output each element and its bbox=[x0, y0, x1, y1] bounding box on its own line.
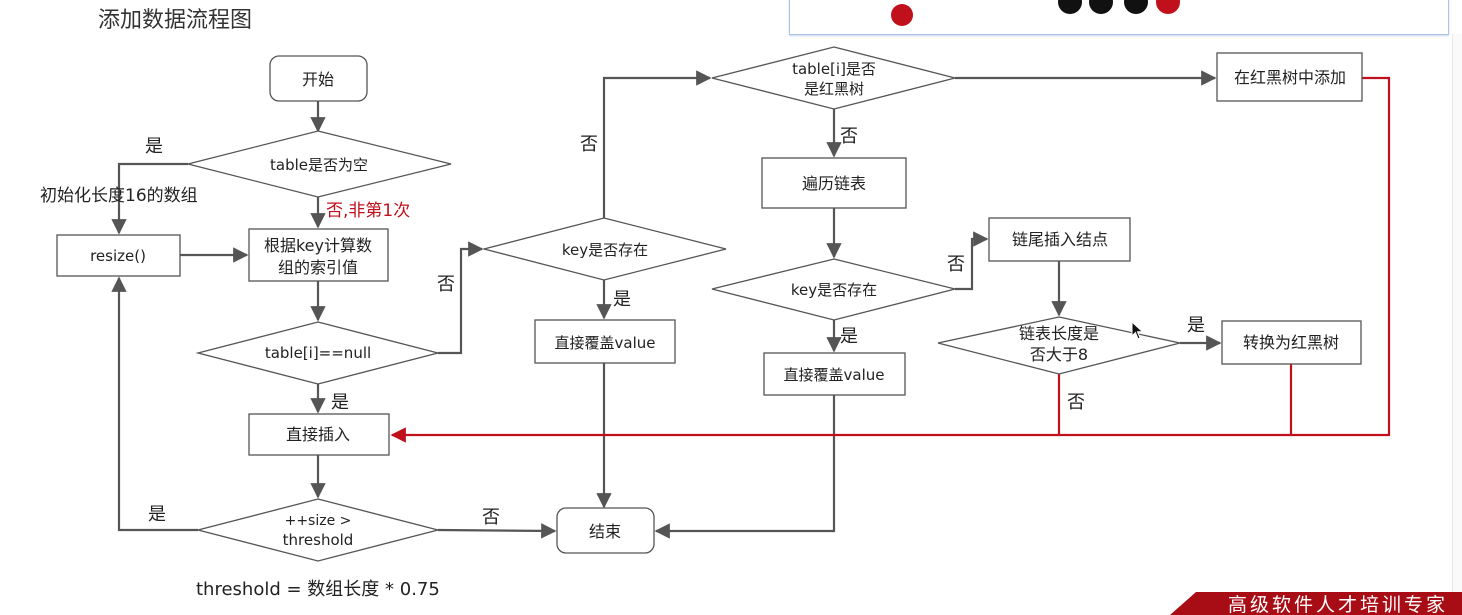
node-to-rbtree bbox=[1221, 320, 1362, 365]
node-rbtree-check bbox=[711, 46, 956, 110]
edge-sizecheck-resize bbox=[111, 276, 198, 532]
side-scroll-edge bbox=[1452, 34, 1462, 592]
label-overwrite-1: 直接覆盖value bbox=[555, 334, 656, 352]
edge-label-no-key2: 否 bbox=[947, 254, 965, 275]
label-size-check-2: threshold bbox=[283, 531, 354, 549]
black-node bbox=[1124, 0, 1148, 14]
edge-label-not-first: 否,非第1次 bbox=[326, 201, 410, 221]
red-node bbox=[1156, 0, 1180, 14]
label-start: 开始 bbox=[302, 70, 334, 89]
label-rbtree-add: 在红黑树中添加 bbox=[1234, 68, 1346, 87]
label-to-rbtree: 转换为红黑树 bbox=[1243, 333, 1339, 352]
page-title: 添加数据流程图 bbox=[98, 8, 253, 33]
label-end: 结束 bbox=[589, 522, 621, 541]
edge-key1-rbtree bbox=[602, 70, 712, 218]
edge-label-no-end: 否 bbox=[482, 507, 500, 528]
node-len-check bbox=[937, 316, 1181, 375]
edge-label-yes-resize: 是 bbox=[148, 504, 166, 525]
label-table-empty: table是否为空 bbox=[270, 156, 368, 174]
node-key-exists-2 bbox=[711, 258, 956, 321]
edge-label-no-len: 否 bbox=[1067, 392, 1085, 413]
label-calc-index-2: 组的索引值 bbox=[278, 258, 358, 277]
node-overwrite-1 bbox=[534, 319, 676, 364]
label-size-check-1: ++size > bbox=[285, 513, 352, 529]
node-table-null bbox=[195, 321, 441, 385]
node-key-exists-1 bbox=[481, 217, 727, 281]
node-table-empty bbox=[187, 130, 452, 198]
edge-label-no-rbtree: 否 bbox=[840, 126, 858, 147]
label-insert: 直接插入 bbox=[286, 425, 350, 444]
edge-tableempty-resize bbox=[111, 162, 188, 235]
node-overwrite-2 bbox=[763, 352, 906, 396]
label-overwrite-2: 直接覆盖value bbox=[784, 366, 885, 384]
label-table-null: table[i]==null bbox=[265, 344, 371, 362]
node-insert bbox=[248, 413, 390, 456]
label-key-exists-2: key是否存在 bbox=[791, 281, 877, 299]
node-size-check bbox=[195, 498, 441, 562]
label-len-check-2: 否大于8 bbox=[1030, 345, 1088, 364]
edge-label-no-key1: 否 bbox=[580, 134, 598, 155]
edge-label-yes-empty: 是 bbox=[145, 136, 163, 157]
node-start bbox=[269, 55, 368, 102]
node-traverse bbox=[761, 157, 907, 209]
label-traverse: 遍历链表 bbox=[802, 174, 866, 193]
label-calc-index-1: 根据key计算数 bbox=[264, 236, 372, 255]
label-init-array: 初始化长度16的数组 bbox=[40, 186, 198, 206]
edge-label-no-null: 否 bbox=[437, 274, 455, 295]
edge-sizecheck-end bbox=[437, 523, 557, 539]
label-len-check-1: 链表长度是 bbox=[1019, 324, 1099, 343]
label-key-exists-1: key是否存在 bbox=[562, 241, 648, 259]
edge-label-yes-key1: 是 bbox=[613, 289, 631, 310]
node-end bbox=[556, 507, 655, 554]
footnote-threshold: threshold = 数组长度 * 0.75 bbox=[196, 579, 440, 600]
label-append-tail: 链尾插入结点 bbox=[1012, 230, 1108, 249]
edge-label-yes-len: 是 bbox=[1187, 315, 1205, 336]
banner-text: 高级软件人才培训专家 bbox=[1228, 594, 1449, 615]
tree-preview-panel bbox=[789, 0, 1449, 35]
black-node bbox=[1058, 0, 1082, 14]
edge-label-yes-key2: 是 bbox=[840, 326, 858, 347]
node-append-tail bbox=[988, 217, 1131, 262]
mouse-cursor-icon bbox=[1131, 321, 1144, 340]
edge-tablenull-key1 bbox=[438, 241, 484, 355]
label-rbtree-check-1: table[i]是否 bbox=[792, 60, 876, 78]
edge-key2-append bbox=[955, 231, 989, 291]
label-rbtree-check-2: 是红黑树 bbox=[804, 80, 864, 98]
black-node bbox=[1089, 0, 1113, 14]
edge-overwrite2-end bbox=[654, 395, 836, 539]
brand-banner: 高级软件人才培训专家 bbox=[1170, 592, 1462, 615]
edge-label-yes-null: 是 bbox=[331, 392, 349, 413]
node-calc-index bbox=[248, 228, 389, 282]
red-node bbox=[891, 4, 913, 26]
edge-rbadd-insert bbox=[390, 76, 1391, 443]
node-resize bbox=[56, 234, 181, 277]
label-resize: resize() bbox=[90, 247, 146, 265]
node-rbtree-add bbox=[1216, 52, 1363, 102]
